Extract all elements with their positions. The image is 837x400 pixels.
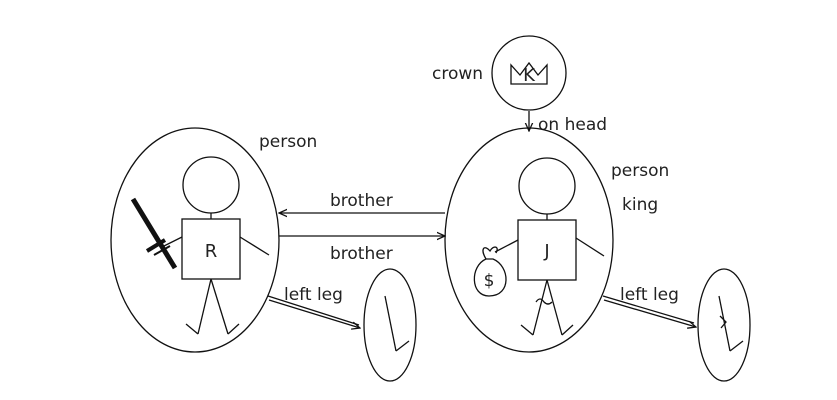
right-leg [546,279,563,336]
sword-icon [130,197,178,270]
crown-label: crown [432,64,483,84]
money-bag-symbol: $ [484,271,495,291]
stick-figure [161,156,270,335]
head [182,156,240,214]
left-arm [494,239,519,253]
on-head-label: on head [538,115,607,135]
crown-letter: K [523,65,536,86]
john-person-label: person [611,161,669,181]
left-leg-arrow-john [602,295,696,327]
right-arm [239,236,270,256]
crown-icon [510,61,548,85]
left-leg-node-john [697,268,751,382]
leg-icon [384,295,410,352]
box-letter-j: J [543,241,549,262]
person-richard-node: R [110,127,280,353]
box-letter-r: R [205,241,218,262]
money-bag-icon [473,246,507,297]
left-leg-arrow-richard [267,295,360,328]
left-leg [197,278,212,335]
left-leg [532,279,548,336]
left-arm [161,236,183,248]
head [518,157,576,215]
richard-person-label: person [259,132,317,152]
stick-figure [494,157,605,336]
brother-label-top: brother [330,191,393,211]
person-john-node: $ J [444,127,614,353]
right-leg [210,278,229,335]
brother-label-bottom: brother [330,244,393,264]
john-king-label: king [622,195,658,215]
left-leg-label-john: left leg [620,285,679,305]
left-leg-node-richard [363,268,417,382]
crown-node: K [491,35,567,111]
leg-icon [718,295,744,352]
right-arm [575,237,605,257]
left-leg-label-richard: left leg [284,285,343,305]
